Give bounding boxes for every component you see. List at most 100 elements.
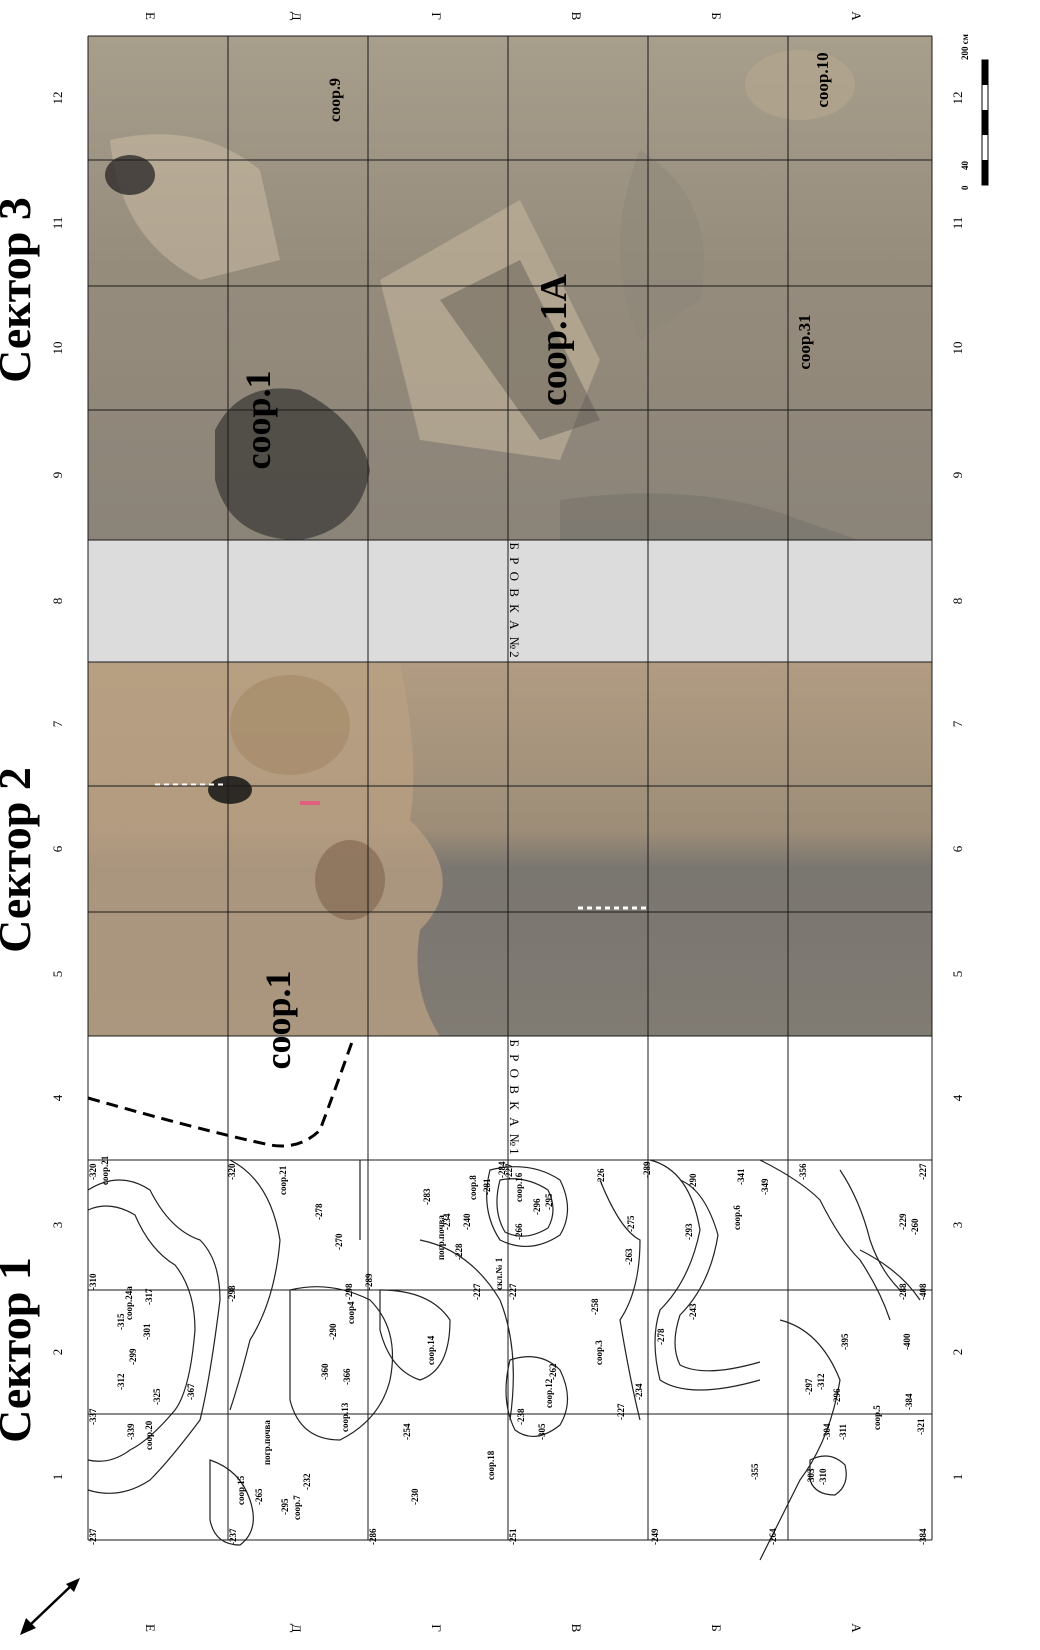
- elevation-mark: -260: [910, 1218, 920, 1235]
- col-label-right-4: 4: [950, 1094, 965, 1101]
- row-label-top-e: Е: [143, 12, 158, 20]
- elevation-mark: -284: [497, 1161, 507, 1178]
- scale-tick-40: 40: [960, 161, 970, 171]
- elevation-mark: -337: [88, 1408, 98, 1425]
- col-label-left-5: 5: [50, 971, 65, 978]
- col-label-left-1: 1: [50, 1474, 65, 1481]
- col-label-left-7: 7: [50, 720, 65, 727]
- elevation-mark: -317: [144, 1288, 154, 1305]
- s1-label-pogr1: погр.почва: [436, 1215, 446, 1260]
- elevation-mark: -275: [626, 1215, 636, 1232]
- elevation-mark: -227: [508, 1283, 518, 1300]
- elevation-mark: -367: [186, 1383, 196, 1400]
- s1-label-soor5: соор.5: [872, 1405, 882, 1430]
- col-label-right-12: 12: [950, 92, 965, 105]
- col-label-left-9: 9: [50, 472, 65, 479]
- col-label-left-3: 3: [50, 1222, 65, 1229]
- balk-2-band: [88, 540, 932, 662]
- scale-tick-0: 0: [960, 185, 970, 190]
- feature-label-soor31: соор.31: [795, 314, 814, 369]
- elevation-mark: -315: [116, 1313, 126, 1330]
- sector-3-title: Сектор 3: [0, 197, 40, 383]
- s1-label-soor4: соор4: [346, 1301, 356, 1324]
- balk-1-zone: [87, 1041, 354, 1148]
- elevation-mark: -270: [334, 1233, 344, 1250]
- sector-3-photo: [88, 36, 932, 554]
- elevation-mark: -356: [798, 1163, 808, 1180]
- elevation-mark: -263: [624, 1248, 634, 1265]
- col-label-right-8: 8: [950, 598, 965, 605]
- elevation-mark: -303: [806, 1468, 816, 1485]
- balk-1-label: Б Р О В К А №1: [507, 1039, 522, 1156]
- elevation-mark: -310: [818, 1468, 828, 1485]
- row-labels-bottom: Е Д Г В Б А: [143, 1623, 864, 1633]
- s1-label-soor21a: соор.21: [100, 1155, 110, 1185]
- elevation-mark: -290: [328, 1323, 338, 1340]
- elevation-mark: -234: [442, 1213, 452, 1230]
- elevation-mark: -234: [634, 1383, 644, 1400]
- elevation-mark: -262: [548, 1363, 558, 1380]
- col-label-right-5: 5: [950, 971, 965, 978]
- elevation-mark: -264: [768, 1528, 778, 1545]
- row-label-bottom-b: Б: [709, 1624, 724, 1631]
- elevation-mark: -312: [116, 1373, 126, 1390]
- col-label-right-2: 2: [950, 1349, 965, 1356]
- s1-label-soor20: соор.20: [144, 1420, 154, 1450]
- s1-label-soor3: соор.3: [594, 1340, 604, 1365]
- elevation-mark: -320: [88, 1163, 98, 1180]
- elevation-mark: -293: [684, 1223, 694, 1240]
- elevation-mark: -339: [126, 1423, 136, 1440]
- elevation-mark: -366: [342, 1368, 352, 1385]
- elevation-mark: -230: [410, 1488, 420, 1505]
- elevation-mark: -258: [590, 1298, 600, 1315]
- elevation-mark: -226: [596, 1168, 606, 1185]
- col-label-right-7: 7: [950, 720, 965, 727]
- row-label-top-b: Б: [709, 12, 724, 19]
- s1-label-pogr2: погр.почва: [262, 1420, 272, 1465]
- col-label-left-2: 2: [50, 1349, 65, 1356]
- s1-label-skl: скл.№ 1: [494, 1257, 504, 1290]
- elevation-mark: -296: [532, 1198, 542, 1215]
- s1-label-soor13: соор.13: [340, 1402, 350, 1432]
- elevation-mark: -349: [760, 1178, 770, 1195]
- s1-label-soor18: соор.18: [486, 1450, 496, 1480]
- elevation-mark: -278: [314, 1203, 324, 1220]
- north-arrow-icon: [20, 1578, 80, 1635]
- feature-label-soor10: соор.10: [813, 52, 832, 107]
- sector-2-title: Сектор 2: [0, 767, 40, 953]
- s1-label-soor12: соор.12: [544, 1378, 554, 1408]
- scale-label: 200 см: [960, 34, 970, 60]
- elevation-mark: -232: [302, 1473, 312, 1490]
- s1-label-soor21b: соор.21: [278, 1165, 288, 1195]
- s1-label-soor15: соор.15: [236, 1475, 246, 1505]
- col-label-right-9: 9: [950, 472, 965, 479]
- elevation-mark: -227: [918, 1163, 928, 1180]
- elevation-mark: -400: [902, 1333, 912, 1350]
- col-label-left-12: 12: [50, 92, 65, 105]
- col-label-left-4: 4: [50, 1094, 65, 1101]
- row-label-bottom-a: А: [849, 1623, 864, 1633]
- sector-2-photo: [88, 662, 932, 1036]
- s1-label-soor6: соор.6: [732, 1205, 742, 1230]
- row-label-top-d: Д: [289, 12, 304, 21]
- elevation-mark: -298: [344, 1283, 354, 1300]
- grid-lines: [87, 35, 933, 1541]
- s1-label-soor7: соор.7: [292, 1495, 302, 1520]
- row-label-bottom-v: В: [569, 1624, 584, 1633]
- elevation-mark: -249: [650, 1528, 660, 1545]
- elevation-mark: -281: [482, 1178, 492, 1195]
- feature-label-soor9: соор.9: [327, 78, 344, 122]
- col-label-right-3: 3: [950, 1222, 965, 1229]
- row-label-top-g: Г: [429, 12, 444, 20]
- elevation-mark: -286: [368, 1528, 378, 1545]
- row-labels-top: Е Д Г В Б А: [143, 11, 864, 21]
- elevation-mark: -297: [804, 1378, 814, 1395]
- elevation-mark: -295: [544, 1193, 554, 1210]
- elevation-mark: -299: [128, 1348, 138, 1365]
- elevation-mark: -298: [227, 1285, 237, 1302]
- col-label-left-6: 6: [50, 845, 65, 852]
- elevation-mark: -237: [88, 1528, 98, 1545]
- elevation-mark: -312: [816, 1373, 826, 1390]
- elevation-mark: -266: [514, 1223, 524, 1240]
